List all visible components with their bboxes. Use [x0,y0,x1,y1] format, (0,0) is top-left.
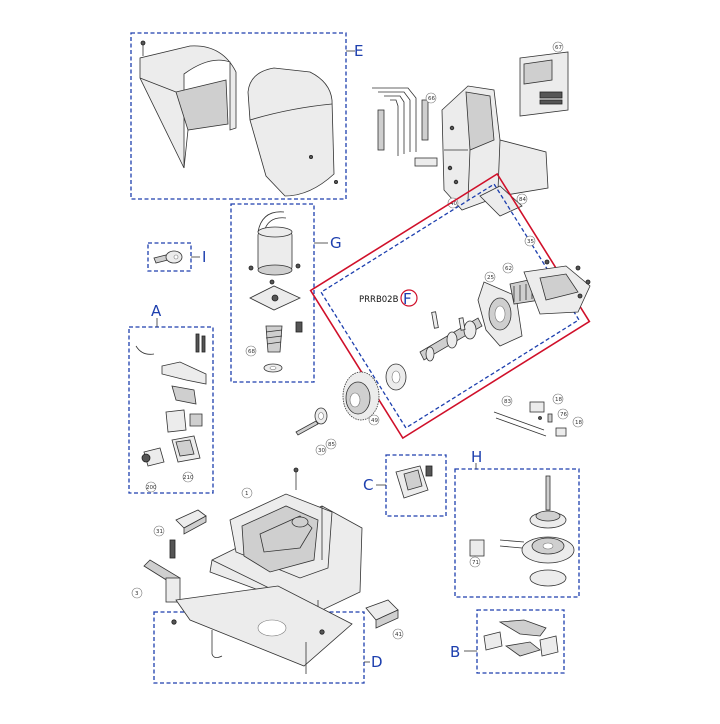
part-number-18-a: 18 [555,397,562,403]
upper-coil [529,510,567,529]
limit-cam-right [504,635,559,657]
part-number-30: 30 [318,448,325,454]
group-h: H [454,448,580,598]
callout-label: PRRB02B [359,295,399,305]
foundation-plate [171,585,353,674]
group-b-box [476,609,565,674]
control-area: 66 67 40 84 [372,41,569,217]
group-c: C [363,454,447,517]
pin-and-washer [295,407,328,436]
electric-motor [248,211,301,276]
gearbox-flange [477,277,541,347]
part-number-40: 40 [450,201,457,207]
part-number-68: 68 [248,349,255,355]
driven-gear [342,371,380,421]
group-d: D [153,585,383,684]
part-number-25: 25 [487,275,494,281]
part-number-76: 76 [560,412,567,418]
group-g-box [230,203,315,383]
rear-cover [247,67,338,197]
part-number-66: 66 [428,96,435,102]
group-d-label: D [371,653,383,671]
group-e-label: E [354,42,363,60]
motor-flange [249,279,301,311]
group-f-red-frame [309,172,591,440]
group-a-label: A [151,302,162,320]
group-i-box [147,242,192,272]
output-shaft [419,317,483,362]
part-41-block [365,599,399,629]
part-number-62: 62 [505,266,512,272]
part-number-18-b: 18 [575,420,582,426]
capacitor-bracket [395,465,433,499]
group-c-box [385,454,447,517]
group-h-label: H [471,448,482,466]
gear-housing [209,467,363,613]
group-f-marker [400,289,418,307]
part-number-49: 49 [371,418,378,424]
part-number-31: 31 [156,529,163,535]
front-cover [139,40,237,169]
part-number-1: 1 [245,491,249,497]
part-number-41: 41 [395,632,402,638]
limit-cam-left [483,619,547,651]
release-key [153,250,183,264]
group-f-box [320,183,580,429]
group-a-box [128,326,214,494]
group-b: B [450,609,565,674]
control-board [519,51,569,117]
group-g: G 68 [230,203,342,383]
group-h-box [454,468,580,598]
part-number-84: 84 [519,197,526,203]
worm-screw [265,321,303,353]
group-i: I [147,242,206,272]
lower-coil [521,536,575,587]
part-number-67: 67 [555,45,562,51]
part-number-71: 71 [472,560,479,566]
release-lever [143,539,181,603]
group-e: E [130,32,363,200]
part-31-cover [175,509,207,535]
limit-switch-box [523,259,591,315]
group-f-label: F [403,290,412,308]
part-number-85: 85 [328,442,335,448]
limit-switch-set [493,401,567,437]
part-number-200: 200 [146,485,157,491]
part-number-35: 35 [527,239,534,245]
group-f: PRRB02B F 49 [309,172,591,440]
part-number-210: 210 [183,475,194,481]
group-c-label: C [363,476,373,494]
part-number-3: 3 [135,591,139,597]
group-e-box [130,32,347,200]
wiring-harness [372,87,438,167]
pinion [385,363,407,391]
group-b-label: B [450,643,460,661]
group-a: A [128,302,214,494]
part-number-83: 83 [504,399,511,405]
group-g-label: G [330,234,342,252]
group-i-label: I [202,248,206,266]
